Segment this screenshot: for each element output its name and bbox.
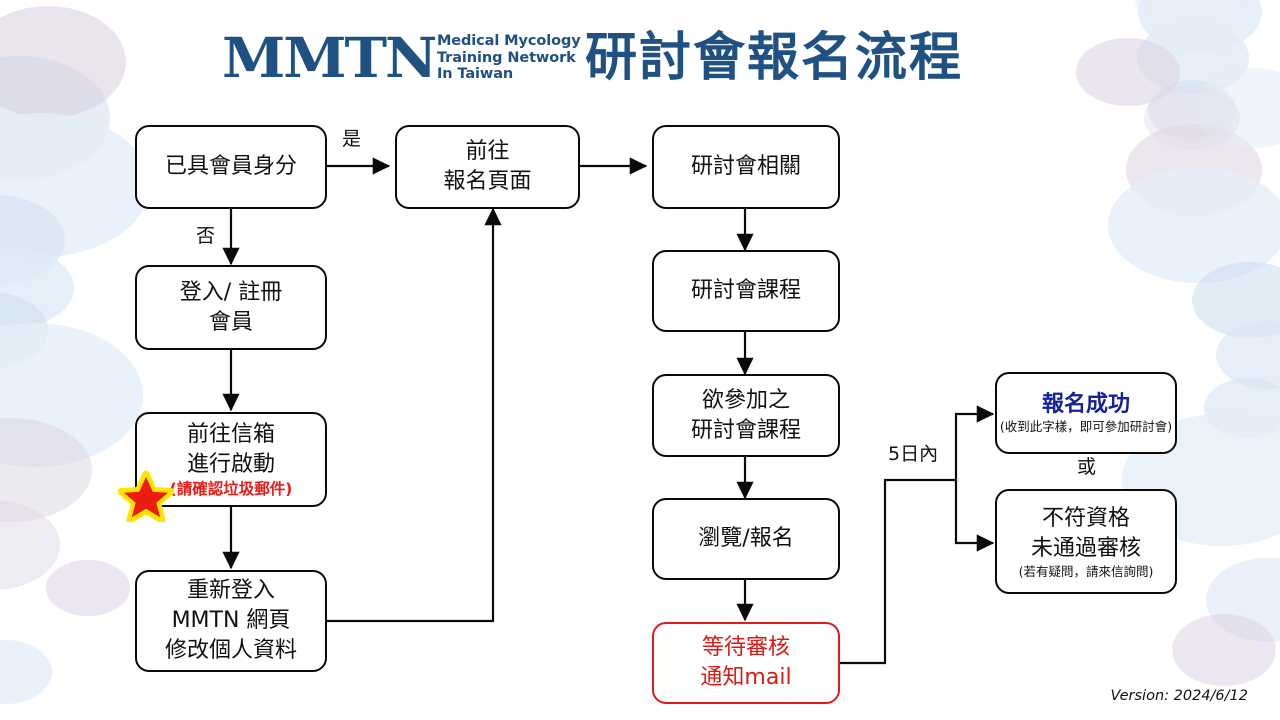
mmtn-logo: MMTN Medical Mycology Training Network I… — [222, 30, 581, 85]
node-rejected[interactable]: 不符資格 未通過審核 (若有疑問，請來信詢問) — [995, 489, 1177, 594]
node-rejected-note: (若有疑問，請來信詢問) — [1018, 563, 1154, 579]
node-goto-signup-line1: 前往 — [465, 139, 510, 164]
node-await-review-line2: 通知mail — [700, 665, 792, 690]
node-activate-mail-line1: 前往信箱 — [186, 422, 275, 447]
node-seminar-course-line1: 研討會課程 — [690, 278, 801, 303]
node-success-note: (收到此字樣，即可參加研討會) — [999, 419, 1173, 434]
edge-label-yes: 是 — [342, 128, 362, 150]
edge-label-within-5-days: 5日內 — [888, 443, 939, 465]
slide-header: MMTN Medical Mycology Training Network I… — [0, 0, 1280, 115]
node-member-check[interactable]: 已具會員身分 — [135, 125, 327, 209]
node-seminar-info[interactable]: 研討會相關 — [652, 125, 840, 209]
logo-tagline-line1: Medical Mycology — [436, 33, 581, 49]
node-goto-signup[interactable]: 前往 報名頁面 — [395, 125, 580, 209]
version-label: Version: 2024/6/12 — [1110, 688, 1248, 704]
node-desired-course-line2: 研討會課程 — [690, 417, 801, 443]
node-desired-course[interactable]: 欲參加之 研討會課程 — [652, 374, 840, 457]
edge-label-or: 或 — [1077, 456, 1097, 478]
node-relogin-edit[interactable]: 重新登入 MMTN 網頁 修改個人資料 — [135, 570, 327, 672]
node-browse-signup-line1: 瀏覽/報名 — [698, 526, 794, 551]
logo-tagline-line3: In Taiwan — [436, 66, 514, 82]
node-activate-mail-line2: 進行啟動 — [186, 452, 275, 477]
node-success-title: 報名成功 — [1041, 392, 1130, 417]
logo-tagline-line2: Training Network — [436, 49, 576, 66]
node-await-review-line1: 等待審核 — [701, 635, 790, 660]
node-browse-signup[interactable]: 瀏覽/報名 — [652, 498, 840, 580]
node-seminar-info-line1: 研討會相關 — [690, 154, 801, 179]
node-relogin-edit-line1: 重新登入 — [186, 578, 275, 603]
node-await-review[interactable]: 等待審核 通知mail — [652, 622, 840, 704]
node-success[interactable]: 報名成功 (收到此字樣，即可參加研討會) — [995, 372, 1177, 454]
node-rejected-line2: 未通過審核 — [1030, 535, 1141, 561]
node-rejected-line1: 不符資格 — [1041, 505, 1130, 531]
page-title: 研討會報名流程 — [585, 28, 964, 88]
node-relogin-edit-line3: 修改個人資料 — [164, 638, 297, 663]
node-login-register-line1: 登入/ 註冊 — [179, 279, 283, 305]
node-desired-course-line1: 欲參加之 — [701, 387, 790, 413]
node-relogin-edit-line2: MMTN 網頁 — [171, 608, 291, 633]
node-member-check-line1: 已具會員身分 — [164, 154, 297, 179]
node-seminar-course[interactable]: 研討會課程 — [652, 250, 840, 332]
node-login-register-line2: 會員 — [208, 309, 253, 335]
edge-label-no: 否 — [196, 225, 216, 247]
node-login-register[interactable]: 登入/ 註冊 會員 — [135, 265, 327, 350]
logo-tagline: Medical Mycology Training Network In Tai… — [437, 33, 581, 83]
node-activate-mail-note: (請確認垃圾郵件) — [169, 480, 293, 498]
warning-star-icon — [118, 470, 174, 522]
logo-wordmark: MMTN — [222, 25, 437, 90]
node-goto-signup-line2: 報名頁面 — [443, 169, 532, 194]
